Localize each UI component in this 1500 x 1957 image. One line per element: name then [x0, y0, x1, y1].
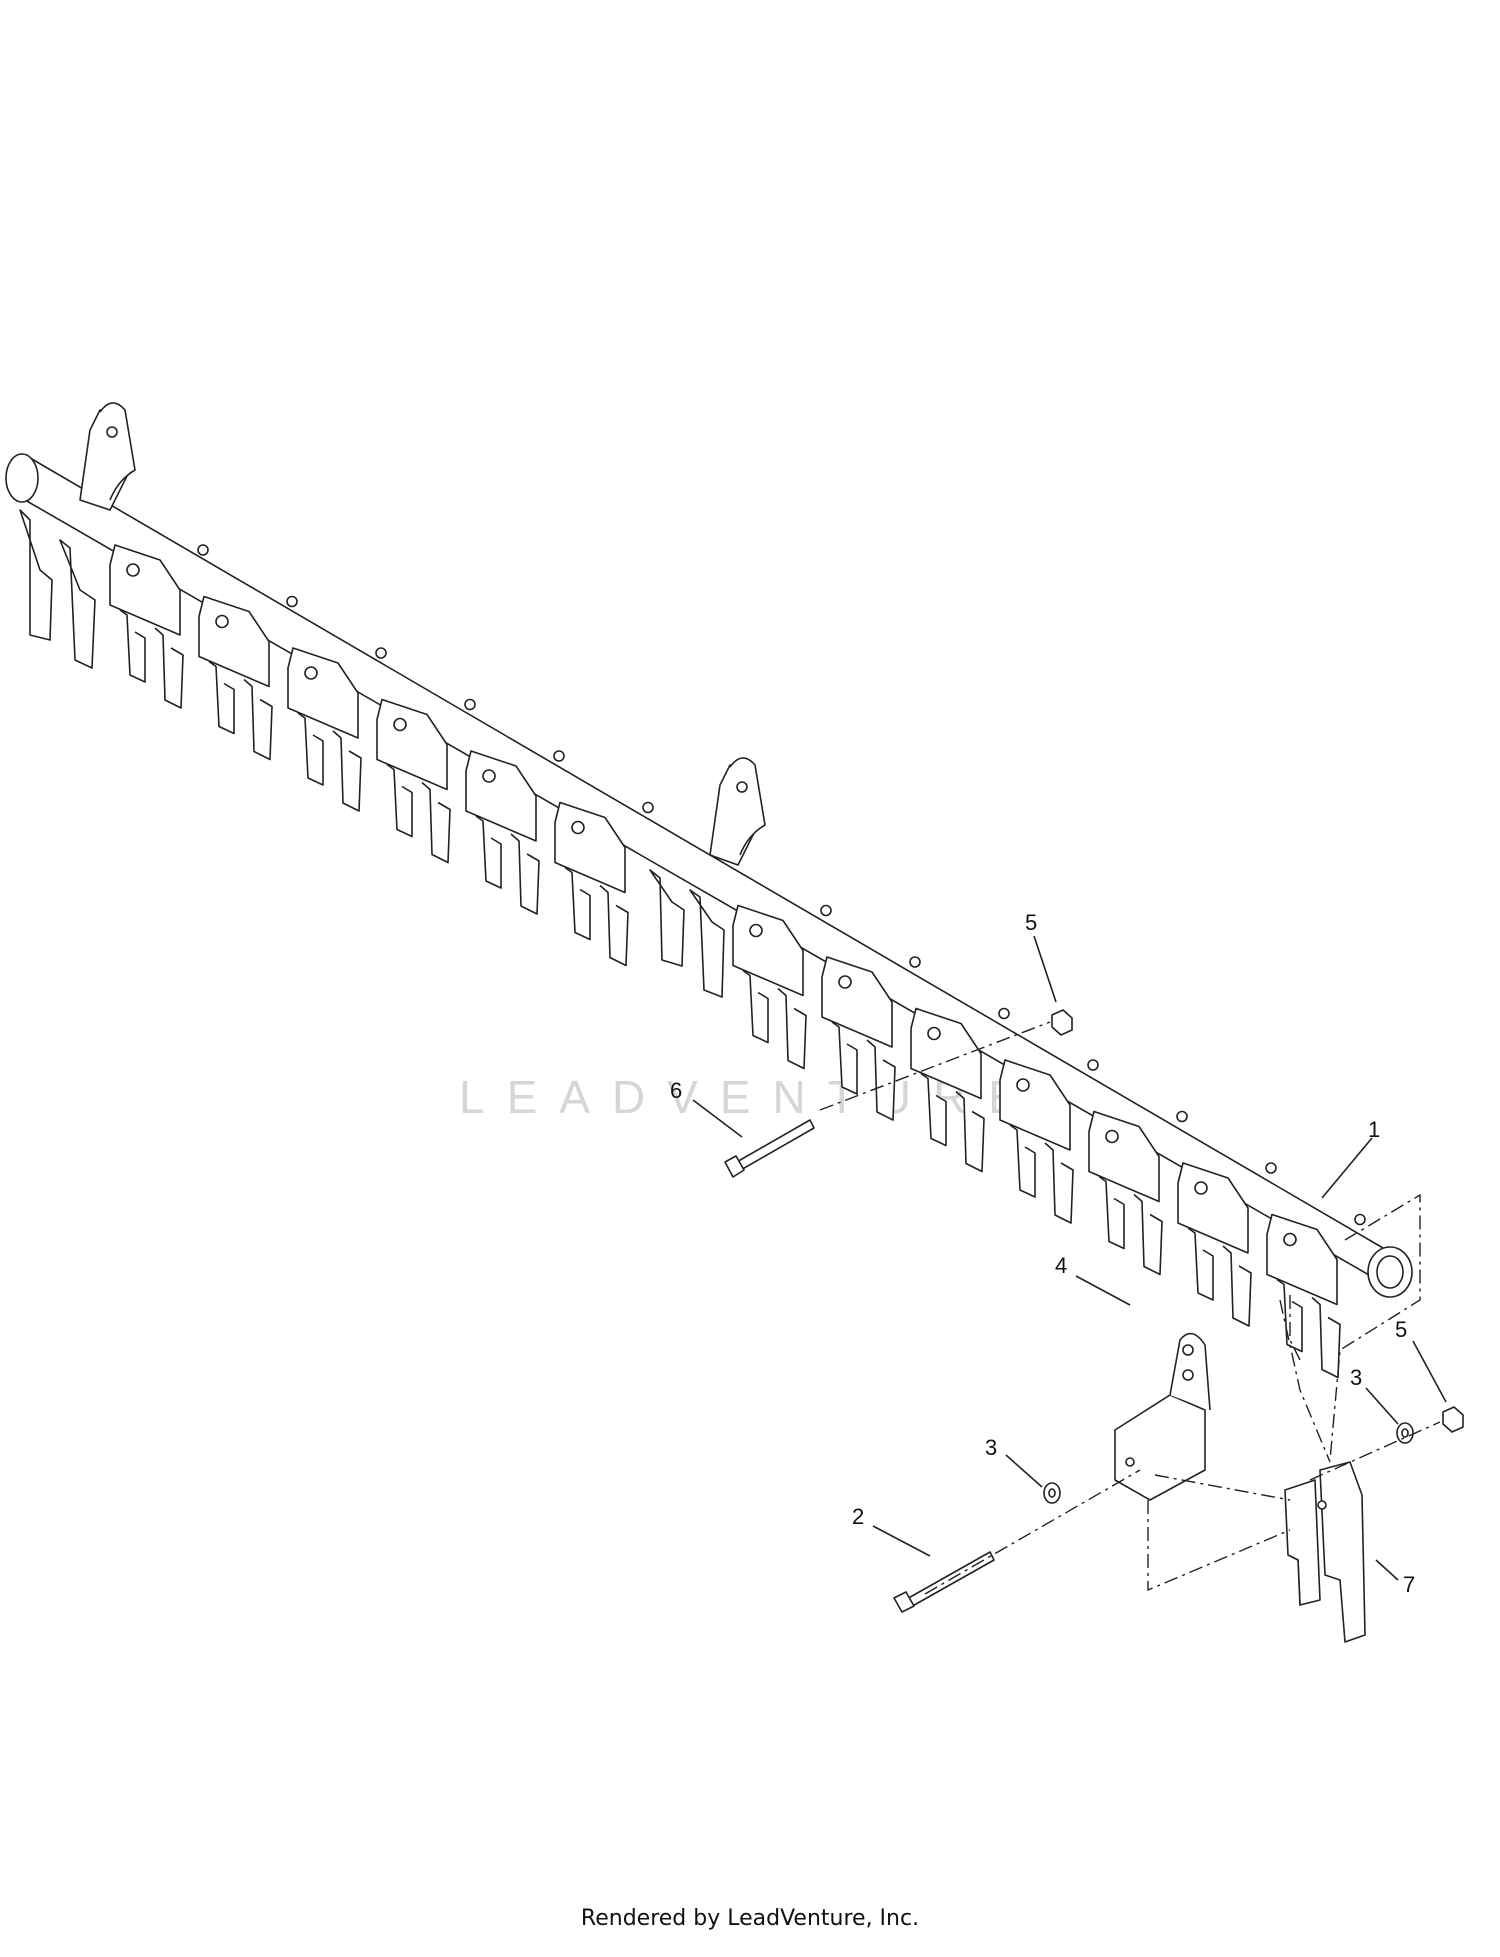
tine-plate	[109, 544, 209, 709]
callout-5-upper: 5	[1025, 910, 1037, 935]
tine-plate	[732, 904, 832, 1070]
tine-plate	[1088, 1110, 1188, 1276]
bolt-part-6	[724, 1119, 815, 1178]
callout-3-left: 3	[985, 1435, 997, 1460]
tine-plate-end	[19, 509, 96, 669]
tine-plate	[1177, 1162, 1277, 1327]
leader-lines	[692, 935, 1447, 1581]
tine-assemblies	[19, 509, 1366, 1379]
tine-plate-middle	[649, 869, 725, 998]
tine-plate	[287, 647, 387, 812]
callout-1: 1	[1368, 1117, 1380, 1142]
tine-plate	[910, 1007, 1010, 1173]
nut-part-5-upper	[1051, 1009, 1073, 1036]
mount-bracket-left	[79, 402, 136, 511]
assembly-lines	[819, 1021, 1441, 1595]
callout-4: 4	[1055, 1253, 1067, 1278]
mount-bracket-part-4	[1114, 1332, 1211, 1501]
tine-plate	[554, 801, 654, 967]
washer-part-3-left-hole	[1048, 1488, 1056, 1498]
washer-part-3-right-hole	[1401, 1428, 1409, 1438]
tine-plate	[465, 750, 565, 915]
callout-6: 6	[670, 1078, 682, 1103]
callout-2: 2	[852, 1504, 864, 1529]
mount-bracket-middle	[709, 757, 766, 866]
tine-plate	[999, 1059, 1099, 1224]
tine-plate	[198, 595, 298, 761]
tine-pair-part-7	[1284, 1461, 1366, 1643]
tine-plate	[376, 698, 476, 864]
callout-3-right: 3	[1350, 1365, 1362, 1390]
nut-part-5-lower	[1442, 1406, 1464, 1433]
callout-7: 7	[1403, 1572, 1415, 1597]
tine-plate	[821, 956, 921, 1121]
bolt-part-2	[893, 1551, 995, 1613]
footer-credit: Rendered by LeadVenture, Inc.	[580, 1906, 920, 1931]
callout-5-lower: 5	[1395, 1317, 1407, 1342]
